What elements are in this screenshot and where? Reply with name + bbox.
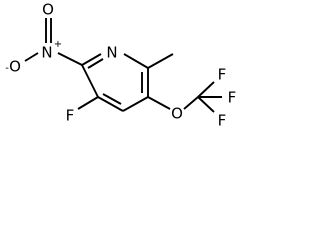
atom-fluoro: F xyxy=(66,107,75,125)
bond-cf3-f-top xyxy=(197,81,215,98)
atom-cf3-fluorine-right: F xyxy=(228,89,237,107)
atom-nitro-oxygen-minus: O xyxy=(9,58,21,76)
bond-c4-c5 xyxy=(97,96,124,112)
bond-c3-ether-o xyxy=(147,96,171,110)
bond-c6-nitro-n xyxy=(57,52,83,66)
bond-n1-c6 xyxy=(81,53,102,66)
atom-nitro-oxygen-double: O xyxy=(42,1,54,19)
bond-c2-methyl xyxy=(147,53,174,69)
bond-nitro-o-single xyxy=(24,52,39,62)
bond-n1-c6-inner xyxy=(87,58,104,69)
bond-cf3-f-bottom xyxy=(197,96,215,113)
bond-c5-c6 xyxy=(81,64,99,98)
chemical-structure: N N + O O - F O F F F xyxy=(5,1,236,130)
bond-c5-fluoro xyxy=(77,96,99,110)
atom-ring-nitrogen: N xyxy=(106,44,117,62)
atom-nitro-nitrogen: N xyxy=(41,44,52,62)
charge-nitro-nitrogen: + xyxy=(54,39,62,50)
pyridine-ring xyxy=(81,53,149,112)
bond-ether-o-cf3 xyxy=(183,96,199,110)
substituent-bonds xyxy=(24,18,222,113)
atom-labels: N N + O O - F O F F F xyxy=(5,1,236,130)
atom-cf3-fluorine-bottom: F xyxy=(218,112,227,130)
atom-cf3-fluorine-top: F xyxy=(218,66,227,84)
bond-c4-c5-inner xyxy=(102,93,122,105)
bond-c3-c4 xyxy=(122,96,149,112)
bond-n1-c2 xyxy=(123,53,149,69)
charge-nitro-oxygen: - xyxy=(5,63,9,74)
atom-ether-oxygen: O xyxy=(171,105,183,123)
